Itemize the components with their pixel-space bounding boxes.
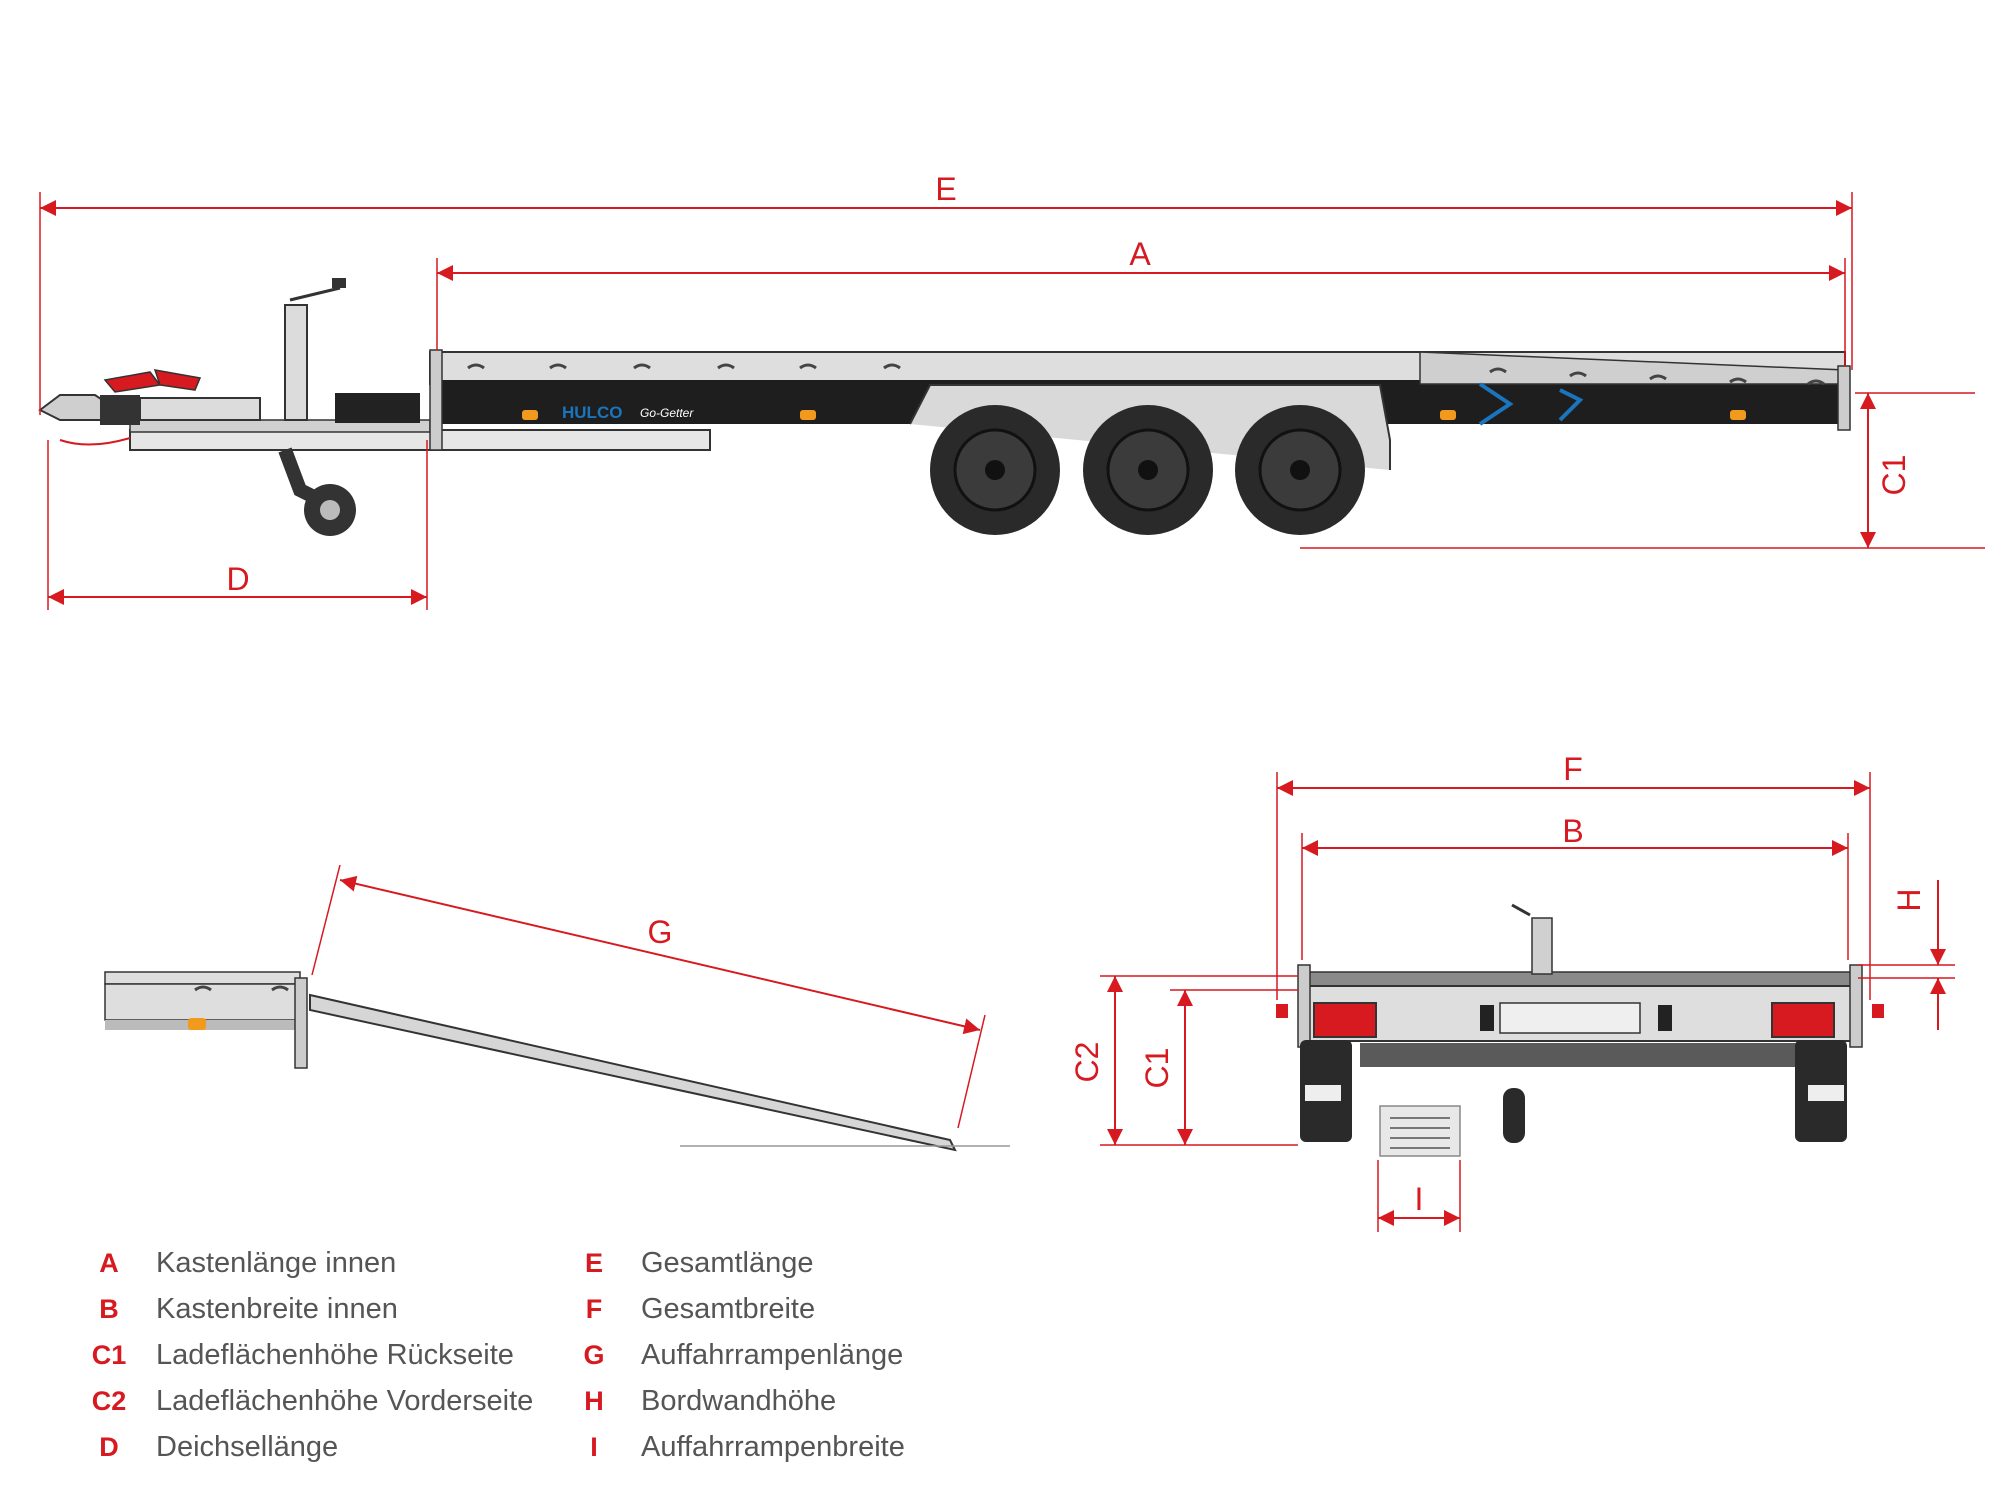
legend-key: E: [584, 1248, 603, 1278]
legend: A Kastenlänge innen B Kastenbreite innen…: [80, 1240, 980, 1480]
legend-item: C1 Ladeflächenhöhe Rückseite: [80, 1332, 560, 1378]
legend-item: H Bordwandhöhe: [565, 1378, 1045, 1424]
legend-column-left: A Kastenlänge innen B Kastenbreite innen…: [80, 1240, 560, 1470]
legend-item: D Deichsellänge: [80, 1424, 560, 1470]
legend-label: Auffahrrampenlänge: [641, 1339, 904, 1371]
legend-label: Kastenlänge innen: [156, 1247, 397, 1279]
legend-item: I Auffahrrampenbreite: [565, 1424, 1045, 1470]
legend-column-right: E Gesamtlänge F Gesamtbreite G Auffahrra…: [565, 1240, 1045, 1470]
dim-label-G: G: [648, 914, 673, 950]
rear-view: F B H C2 C1 I: [1069, 751, 1955, 1232]
wheels: [930, 405, 1365, 535]
legend-item: C2 Ladeflächenhöhe Vorderseite: [80, 1378, 560, 1424]
legend-label: Auffahrrampenbreite: [641, 1431, 905, 1463]
legend-label: Gesamtbreite: [641, 1293, 816, 1325]
legend-item: A Kastenlänge innen: [80, 1240, 560, 1286]
legend-item: E Gesamtlänge: [565, 1240, 1045, 1286]
model-logo: Go-Getter: [640, 406, 694, 420]
legend-key: D: [99, 1432, 119, 1462]
legend-key: A: [99, 1248, 119, 1278]
dim-label-F: F: [1563, 751, 1583, 787]
legend-label: Kastenbreite innen: [156, 1293, 398, 1325]
brand-logo: HULCO: [562, 403, 622, 422]
legend-label: Ladeflächenhöhe Vorderseite: [156, 1385, 534, 1417]
legend-item: B Kastenbreite innen: [80, 1286, 560, 1332]
legend-key: I: [590, 1432, 598, 1462]
legend-key: F: [585, 1294, 603, 1324]
legend-label: Deichsellänge: [156, 1431, 339, 1463]
dim-label-A: A: [1129, 236, 1151, 272]
dim-label-C1-rear: C1: [1139, 1048, 1175, 1089]
legend-item: F Gesamtbreite: [565, 1286, 1045, 1332]
legend-key: C2: [91, 1386, 127, 1416]
legend-label: Bordwandhöhe: [641, 1385, 837, 1417]
dim-label-E: E: [935, 171, 956, 207]
legend-key: H: [584, 1386, 604, 1416]
dim-label-D: D: [226, 561, 249, 597]
dim-label-B: B: [1562, 813, 1583, 849]
dim-label-C2: C2: [1069, 1042, 1105, 1083]
dim-label-H: H: [1891, 888, 1927, 911]
dim-label-I: I: [1415, 1181, 1424, 1217]
legend-item: G Auffahrrampenlänge: [565, 1332, 1045, 1378]
legend-key: G: [583, 1340, 605, 1370]
legend-label: Ladeflächenhöhe Rückseite: [156, 1339, 514, 1371]
legend-key: C1: [91, 1340, 127, 1370]
ramp-view: G: [104, 864, 1010, 1152]
legend-label: Gesamtlänge: [641, 1247, 814, 1279]
dim-label-C1-side: C1: [1876, 455, 1912, 496]
legend-key: B: [99, 1294, 119, 1324]
side-view: HULCO Go-Getter E A D: [38, 171, 1985, 610]
